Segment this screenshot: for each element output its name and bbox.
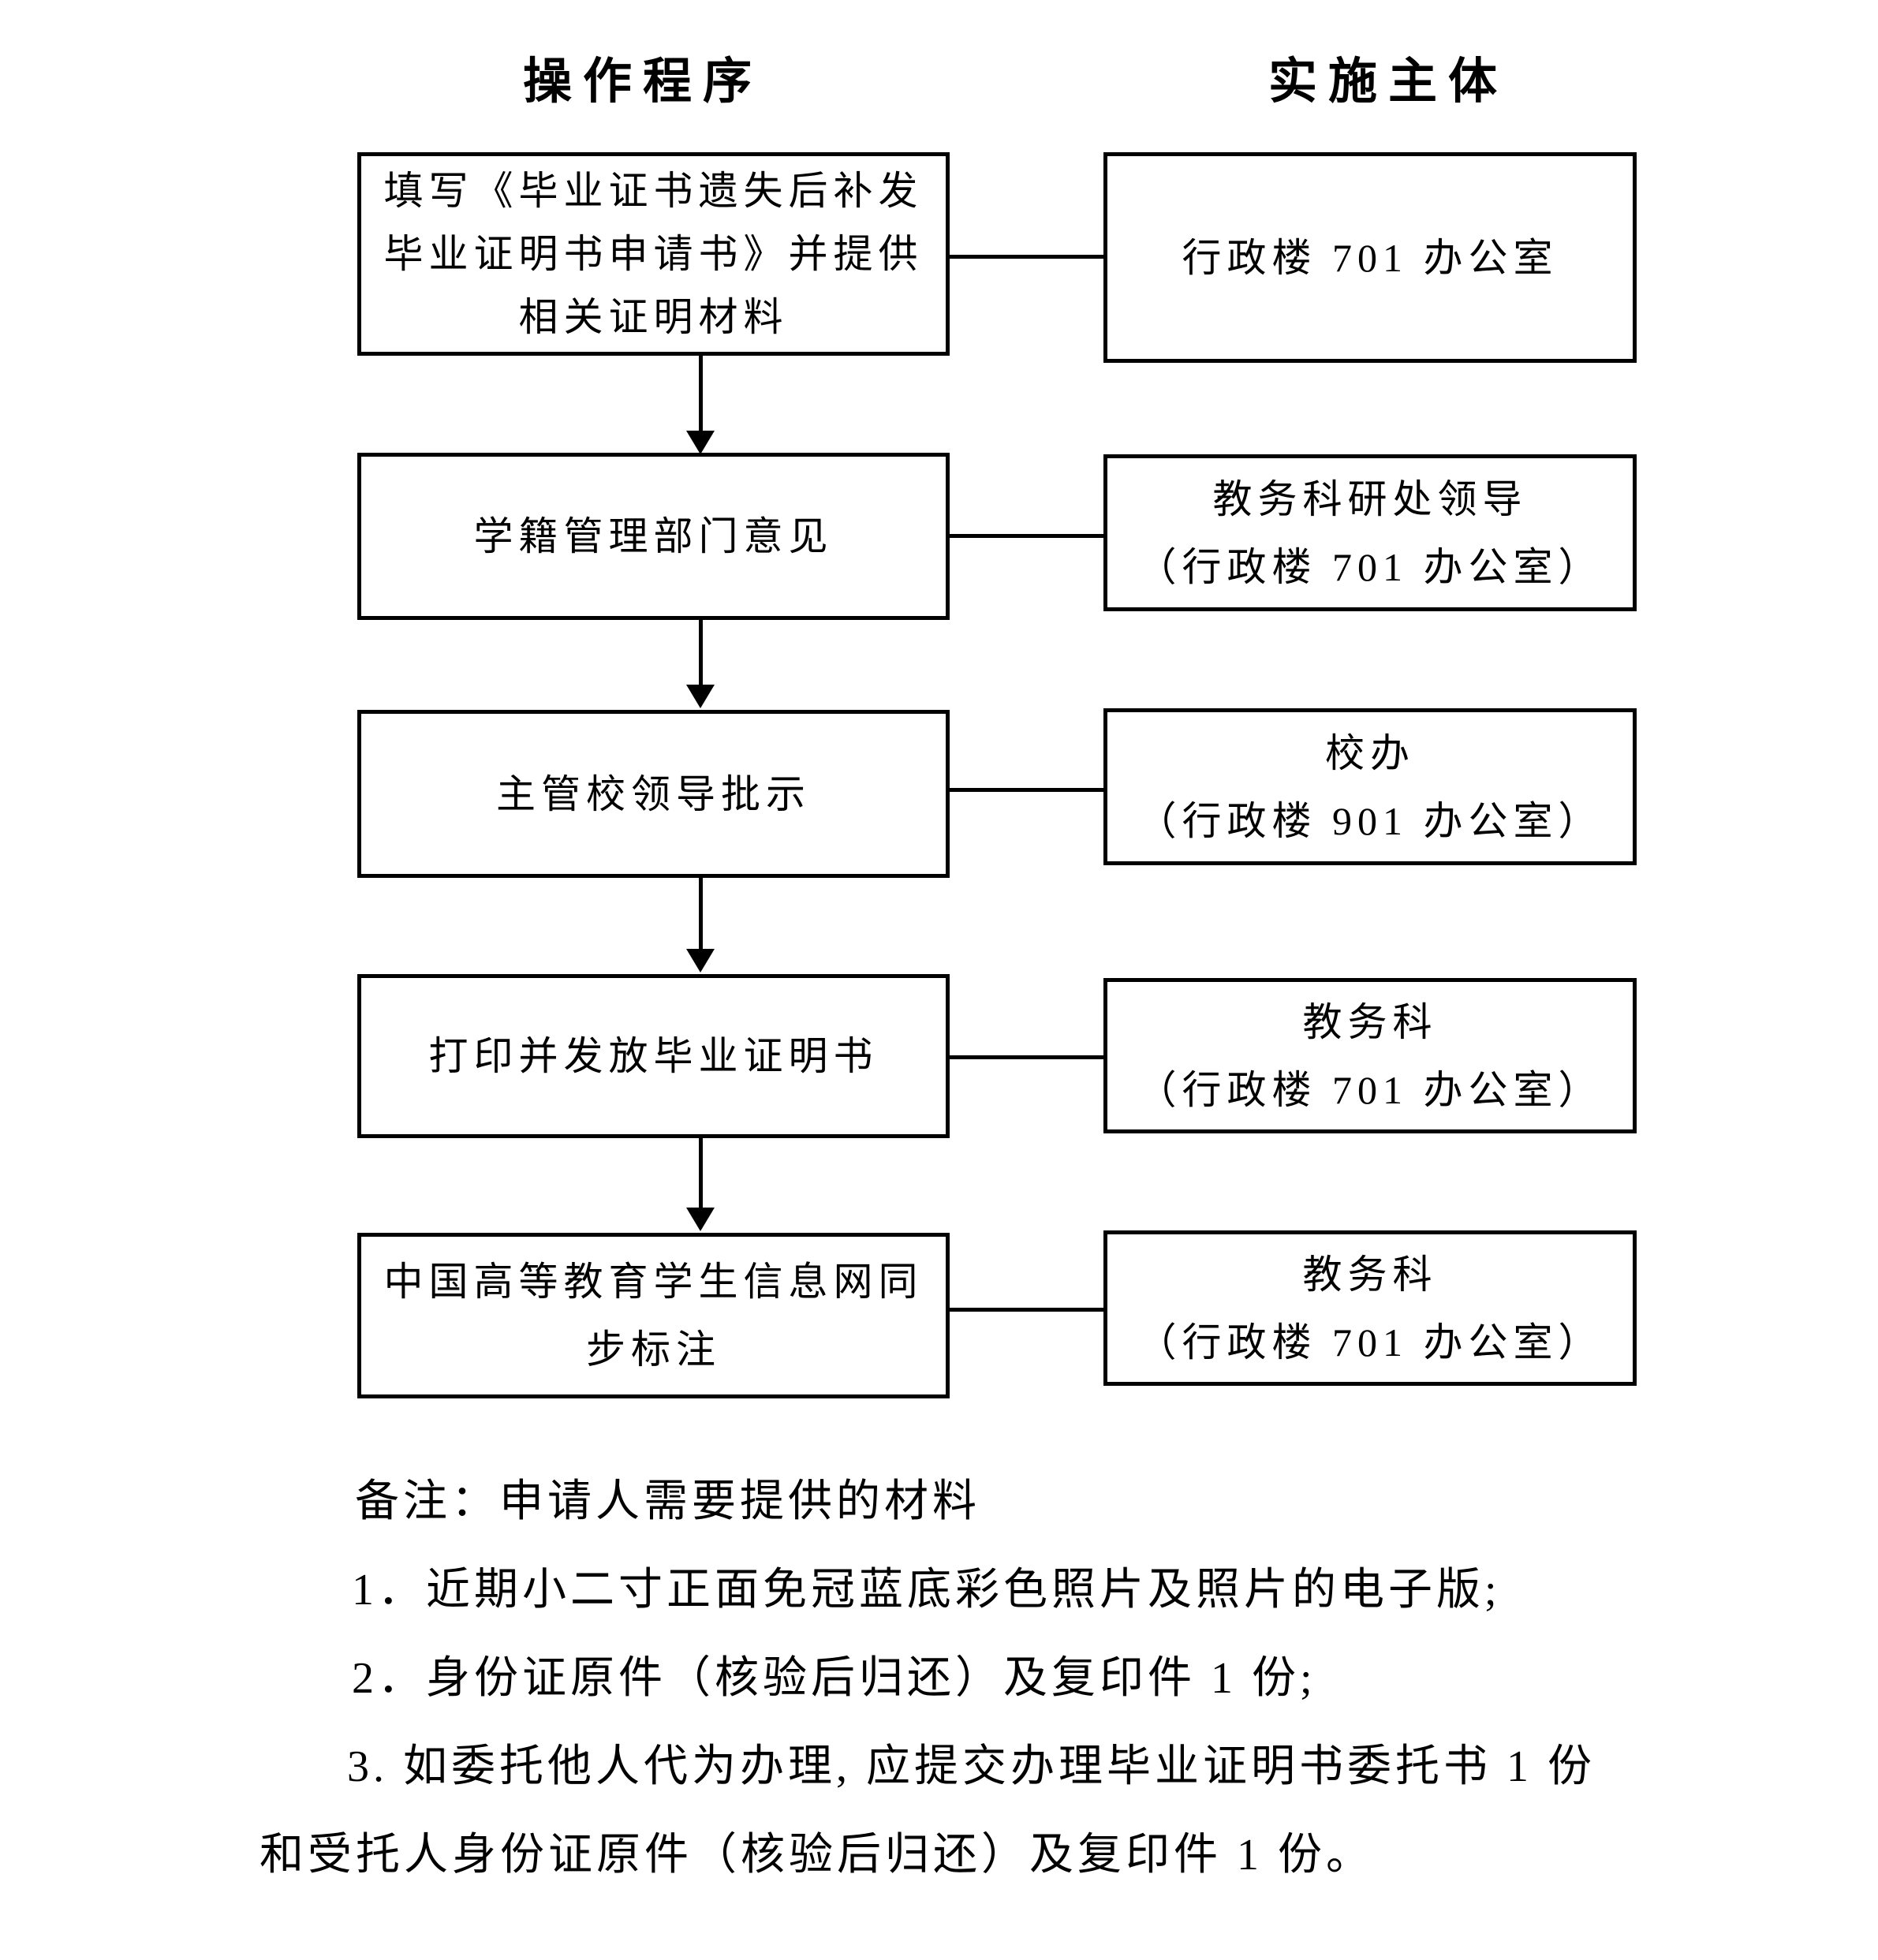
flow-step-box-3: 主管校领导批示 [357,710,950,878]
flow-actor-box-3: 校办 （行政楼 901 办公室） [1103,708,1637,865]
flow-actor-box-5: 教务科 （行政楼 701 办公室） [1103,1230,1637,1386]
connector-line-1 [950,255,1103,259]
notes-title: 备注：申请人需要提供的材料 [355,1477,980,1526]
flow-step-box-1: 填写《毕业证书遗失后补发 毕业证明书申请书》并提供 相关证明材料 [357,152,950,356]
connector-line-2 [950,534,1103,538]
flow-actor-box-1: 行政楼 701 办公室 [1103,152,1637,363]
flow-actor-box-2: 教务科研处领导 （行政楼 701 办公室） [1103,454,1637,611]
down-arrow-icon-3 [686,949,715,973]
down-arrow-shaft-4 [699,1138,703,1209]
down-arrow-icon-4 [686,1208,715,1231]
down-arrow-icon-2 [686,685,715,708]
flow-step-box-5: 中国高等教育学生信息网同 步标注 [357,1233,950,1398]
flow-actor-box-4: 教务科 （行政楼 701 办公室） [1103,978,1637,1133]
connector-line-3 [950,788,1103,792]
connector-line-5 [950,1308,1103,1312]
down-arrow-shaft-1 [699,356,703,432]
down-arrow-icon-1 [686,431,715,454]
column-header-procedure: 操作程序 [522,54,763,109]
column-header-subject: 实施主体 [1268,54,1508,109]
note-item-3: 3. 如委托他人代为办理, 应提交办理毕业证明书委托书 1 份 [347,1742,1596,1791]
flow-step-box-4: 打印并发放毕业证明书 [357,974,950,1138]
flow-step-box-2: 学籍管理部门意见 [357,453,950,620]
connector-line-4 [950,1055,1103,1059]
note-item-1: 1．近期小二寸正面免冠蓝底彩色照片及照片的电子版; [352,1566,1501,1615]
note-item-2: 2．身份证原件（核验后归还）及复印件 1 份; [352,1654,1316,1703]
down-arrow-shaft-3 [699,878,703,950]
down-arrow-shaft-2 [699,620,703,686]
note-item-3-continuation: 和受托人身份证原件（核验后归还）及复印件 1 份。 [259,1831,1374,1880]
